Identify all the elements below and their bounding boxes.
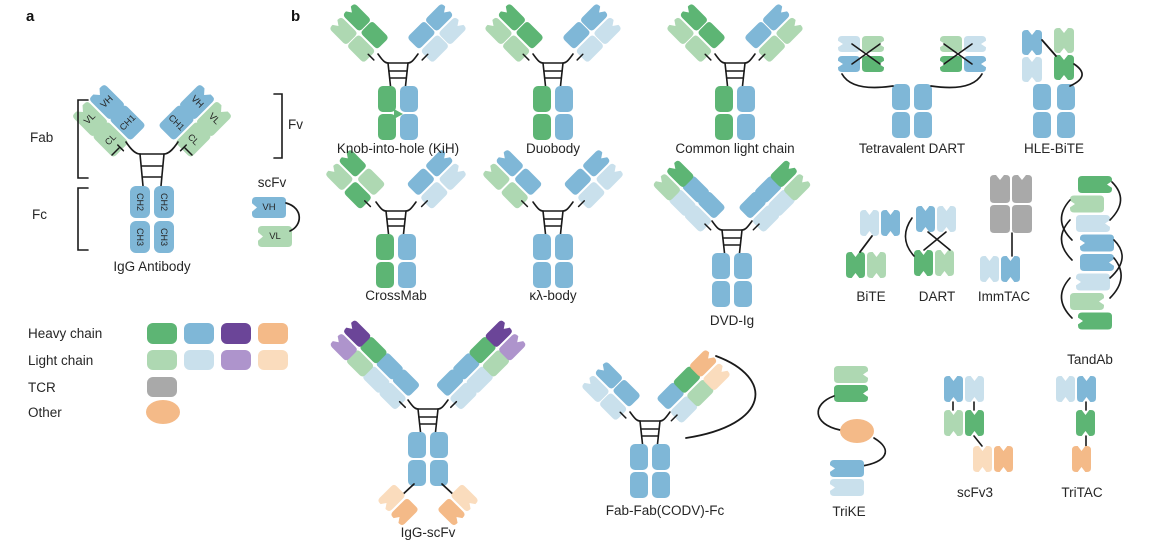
legend-light-swatch-3: [258, 350, 288, 370]
format-label-tandab: TandAb: [1067, 352, 1113, 367]
format-label-crossmab: CrossMab: [365, 288, 427, 303]
format-dart: [904, 206, 956, 276]
format-label-codv: Fab-Fab(CODV)-Fc: [605, 503, 725, 518]
fc-region-label: Fc: [32, 207, 47, 222]
legend-other-label: Other: [28, 405, 62, 420]
format-scfv3: [944, 376, 1013, 472]
legend-tcr-label: TCR: [28, 380, 56, 395]
fv-region-label: Fv: [288, 117, 303, 132]
format-label-klbody: κλ-body: [529, 288, 577, 303]
panel-a-letter: a: [26, 8, 35, 25]
format-immtac: [980, 175, 1032, 282]
format-label-trike: TriKE: [832, 504, 866, 519]
format-bite: [846, 210, 900, 278]
svg-text:CH2: CH2: [135, 193, 145, 211]
format-crossmab: [326, 150, 466, 288]
format-label-iggscfv: IgG-scFv: [400, 525, 456, 540]
format-label-dvdig: DVD-Ig: [709, 313, 755, 328]
format-codv: [582, 350, 757, 498]
legend-heavy-chain-label: Heavy chain: [28, 326, 103, 341]
format-label-scfv3: scFv3: [956, 485, 993, 500]
legend-other-swatch: [146, 400, 180, 424]
format-label-clc: Common light chain: [675, 141, 795, 156]
format-tandab: [1060, 176, 1123, 330]
legend-swatches: [146, 323, 288, 424]
svg-text:VL: VL: [269, 231, 281, 242]
legend-heavy-swatch-3: [258, 323, 288, 344]
format-label-hlebite: HLE-BiTE: [1023, 141, 1084, 156]
format-tdart: [838, 36, 986, 138]
panel-b-letter: b: [291, 8, 301, 25]
legend-tcr-swatch: [147, 377, 177, 397]
format-label-bite: BiTE: [856, 289, 886, 304]
format-dvdig: [653, 160, 811, 307]
format-label-dart: DART: [918, 289, 956, 304]
format-hlebite: [1022, 28, 1083, 138]
format-label-duobody: Duobody: [525, 141, 581, 156]
legend-heavy-swatch-2: [221, 323, 251, 344]
format-duobody: [485, 4, 621, 140]
format-kih: [330, 4, 466, 140]
format-label-tdart: Tetravalent DART: [858, 141, 966, 156]
format-iggscfv: [330, 320, 526, 526]
svg-text:CH3: CH3: [135, 228, 145, 246]
legend-light-swatch-2: [221, 350, 251, 370]
format-label-immtac: ImmTAC: [977, 289, 1031, 304]
legend-light-swatch-1: [184, 350, 214, 370]
format-label-tritac: TriTAC: [1061, 485, 1103, 500]
format-clc: [667, 4, 803, 140]
scfv-diagram: VH VL: [252, 197, 301, 247]
format-tritac: [1056, 376, 1096, 472]
scfv-label: scFv: [257, 175, 287, 190]
format-label-kih: Knob-into-hole (KiH): [336, 141, 460, 156]
legend-light-swatch-0: [147, 350, 177, 370]
format-klbody: [483, 150, 623, 288]
svg-text:VH: VH: [262, 202, 275, 213]
legend-heavy-swatch-0: [147, 323, 177, 344]
fab-region-label: Fab: [30, 130, 54, 145]
svg-text:CH3: CH3: [159, 228, 169, 246]
legend-heavy-swatch-1: [184, 323, 214, 344]
legend-light-chain-label: Light chain: [28, 353, 94, 368]
format-trike: [817, 366, 887, 496]
svg-text:CH2: CH2: [159, 193, 169, 211]
igg-antibody-label: IgG Antibody: [113, 259, 191, 274]
